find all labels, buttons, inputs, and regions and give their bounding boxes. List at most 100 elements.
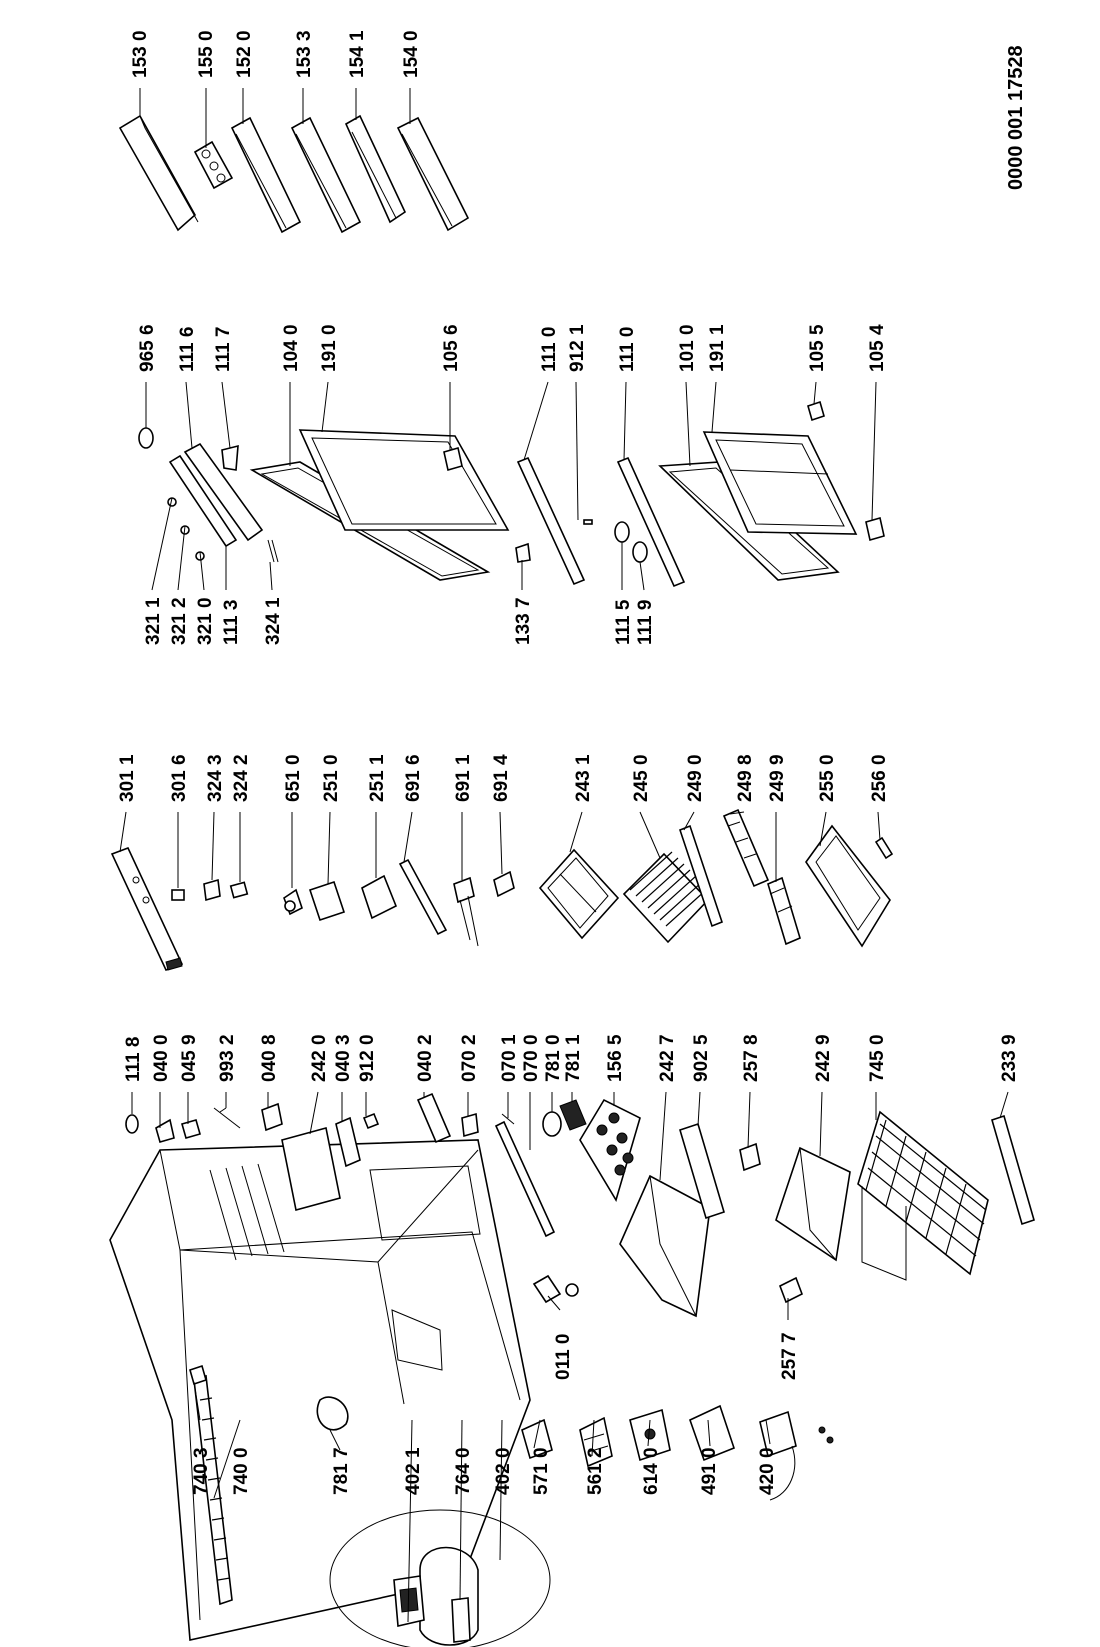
freezer-drawer-242-9 (775, 1146, 851, 1262)
pin-045-9 (181, 1119, 201, 1139)
label-571-0: 571 0 (531, 1447, 552, 1495)
pin-070-1 (501, 1113, 515, 1125)
egg-tray-155-0 (193, 140, 234, 190)
door-shelf-154-0 (396, 116, 470, 232)
label-040-3: 040 3 (333, 1034, 354, 1082)
hinge-133-7 (515, 542, 531, 563)
crisper-drawer-242-7 (619, 1174, 711, 1318)
hinge-105-6 (443, 446, 463, 472)
label-691-6: 691 6 (403, 754, 424, 802)
label-111-7: 111 7 (213, 327, 234, 372)
label-105-6: 105 6 (441, 324, 462, 372)
label-745-0: 745 0 (867, 1034, 888, 1082)
label-257-8: 257 8 (741, 1034, 762, 1082)
label-740-3: 740 3 (191, 1447, 212, 1495)
label-249-8: 249 8 (735, 754, 756, 802)
label-402-1: 402 1 (403, 1447, 424, 1495)
hinge-040-0 (155, 1118, 175, 1143)
rail-691-6 (398, 858, 448, 936)
label-402-0: 402 0 (493, 1447, 514, 1495)
label-324-2: 324 2 (231, 754, 252, 802)
light-cover-251-1 (361, 874, 398, 920)
shelf-rail-249-0 (679, 824, 723, 928)
label-691-1: 691 1 (453, 754, 474, 802)
bottle-rack-249-9 (767, 876, 801, 946)
label-321-1: 321 1 (143, 597, 164, 645)
door-shelf-152-0 (230, 116, 302, 234)
cover-251-0 (308, 880, 346, 922)
hinge-105-5 (807, 400, 825, 422)
label-256-0: 256 0 (869, 754, 890, 802)
label-324-1: 324 1 (263, 597, 284, 645)
label-242-0: 242 0 (309, 1034, 330, 1082)
label-011-0: 011 0 (553, 1334, 574, 1381)
label-111-5: 111 5 (613, 599, 634, 645)
label-249-9: 249 9 (767, 754, 788, 802)
label-781-7: 781 7 (331, 1447, 352, 1495)
label-740-0: 740 0 (231, 1447, 252, 1495)
grid-781-1 (559, 1099, 587, 1131)
door-trim-111-0-lower (616, 456, 686, 588)
clip-740-3 (189, 1364, 207, 1386)
label-040-8: 040 8 (259, 1034, 280, 1082)
label-111-3: 111 3 (221, 600, 242, 645)
hinge-105-4 (865, 516, 885, 542)
box-242-0 (281, 1127, 341, 1211)
label-154-1: 154 1 (347, 30, 368, 78)
relay-561-2 (579, 1416, 613, 1468)
label-912-0: 912 0 (357, 1034, 378, 1082)
label-155-0: 155 0 (196, 30, 217, 78)
label-111-6: 111 6 (177, 327, 198, 372)
label-420-0: 420 0 (757, 1447, 778, 1495)
label-651-0: 651 0 (283, 754, 304, 802)
label-257-7: 257 7 (779, 1332, 800, 1380)
crisper-cover-255-0 (805, 824, 891, 948)
cable-691-1 (453, 876, 475, 904)
label-965-6: 965 6 (137, 324, 158, 372)
label-111-0-lower: 111 0 (617, 327, 638, 372)
hinge-cover-111-6 (183, 442, 264, 542)
label-070-2: 070 2 (459, 1034, 480, 1082)
label-111-0-upper: 111 0 (539, 327, 560, 372)
label-614-0: 614 0 (641, 1447, 662, 1495)
cap-111-5 (614, 521, 630, 543)
plate-324-2 (229, 881, 249, 899)
label-153-0: 153 0 (130, 30, 151, 78)
label-045-9: 045 9 (179, 1034, 200, 1082)
foot-011-0 (532, 1274, 562, 1304)
doors-group: 965 6 111 6 111 7 104 0 191 0 105 6 111 … (137, 324, 888, 645)
label-070-1: 070 1 (499, 1034, 520, 1082)
door-shelf-153-3 (290, 116, 362, 234)
label-324-3: 324 3 (205, 754, 226, 802)
label-191-0: 191 0 (319, 324, 340, 372)
label-104-0: 104 0 (281, 324, 302, 372)
label-243-1: 243 1 (573, 754, 594, 802)
lower-door-gasket-191-1 (702, 431, 858, 535)
flap-233-9 (991, 1114, 1035, 1226)
label-070-0: 070 0 (521, 1034, 542, 1082)
label-691-4: 691 4 (491, 754, 512, 802)
label-321-2: 321 2 (169, 597, 190, 645)
label-111-9: 111 9 (635, 600, 656, 645)
cabinet-group: 111 8 040 0 045 9 993 2 040 8 242 0 040 … (109, 1034, 1035, 1647)
dryer-764-0 (451, 1597, 471, 1643)
pin-912-1 (583, 519, 593, 525)
hinge-070-2 (461, 1112, 479, 1138)
label-242-7: 242 7 (657, 1034, 678, 1082)
label-101-0: 101 0 (677, 324, 698, 372)
door-shelf-153-0 (118, 114, 197, 232)
capacitor-420-0 (759, 1410, 797, 1458)
label-251-1: 251 1 (367, 754, 388, 802)
label-912-1: 912 1 (567, 324, 588, 372)
thermostat-571-0 (521, 1418, 553, 1460)
clip-257-8 (739, 1142, 761, 1172)
screw-912-0 (362, 1112, 380, 1130)
screw-993-2 (213, 1107, 241, 1129)
label-105-4: 105 4 (867, 324, 888, 372)
label-242-9: 242 9 (813, 1034, 834, 1082)
bracket-040-3 (335, 1116, 361, 1168)
strip-070-0 (494, 1120, 556, 1238)
door-shelf-154-1 (344, 114, 407, 224)
bracket-324-3 (203, 878, 221, 902)
foot-781-0 (542, 1111, 562, 1137)
